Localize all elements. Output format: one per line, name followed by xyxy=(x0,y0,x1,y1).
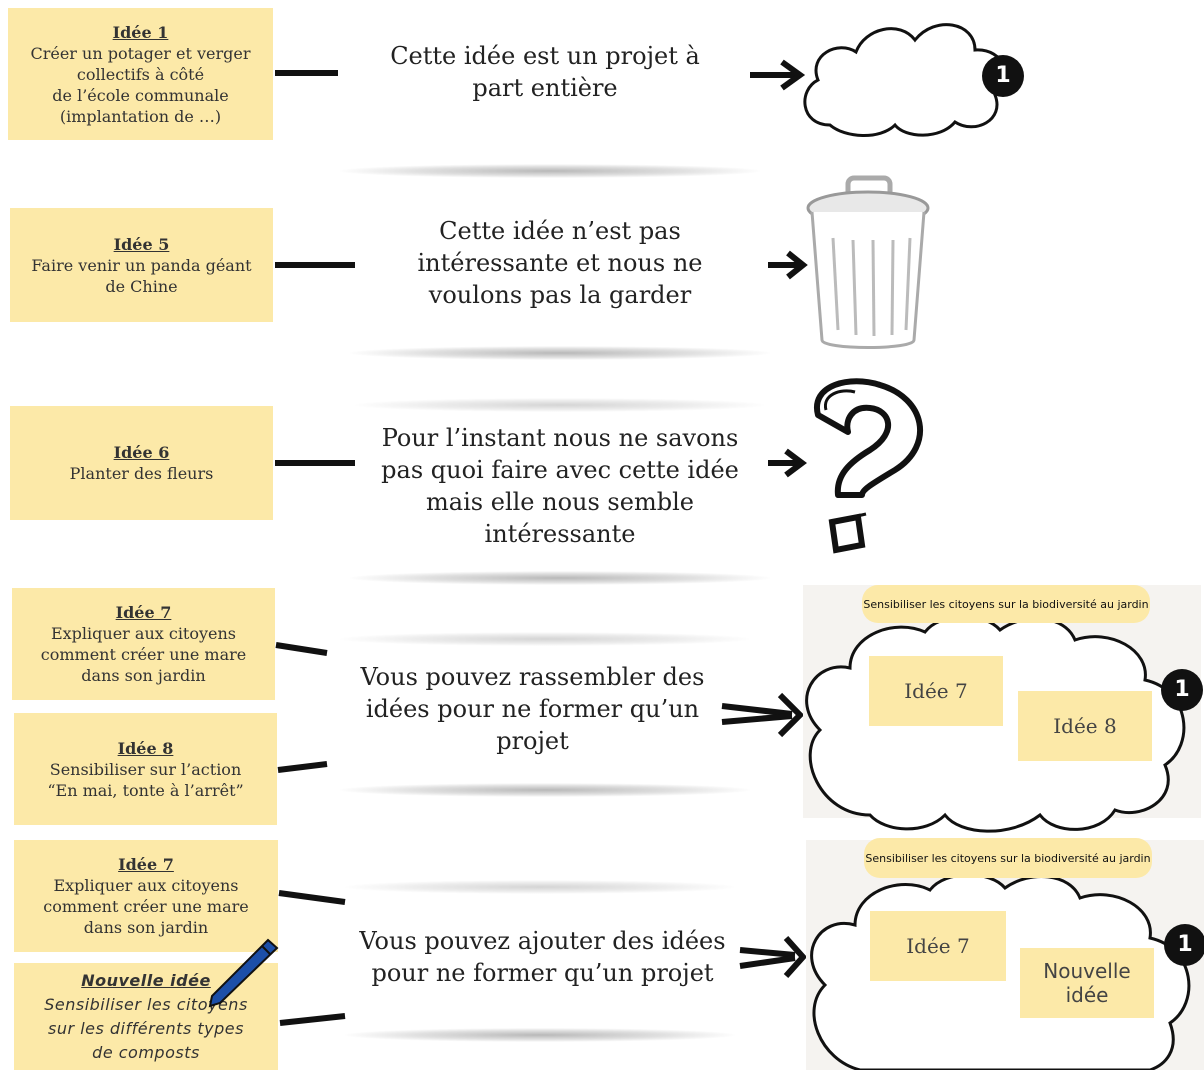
idea-note-line: collectifs à côté xyxy=(76,64,205,84)
idea-note-title: Idée 7 xyxy=(118,855,174,874)
outcome-text-2: Cette idée n’est pas intéressante et nou… xyxy=(417,217,703,309)
connector-line xyxy=(278,890,346,1026)
idea-note-line: “En mai, tonte à l’arrêt” xyxy=(47,780,244,800)
double-arrow-icon xyxy=(739,935,808,979)
separator-shadow xyxy=(350,346,770,360)
idea-note-line: dans son jardin xyxy=(83,918,209,937)
connector-line xyxy=(275,460,355,466)
arrow-icon xyxy=(768,448,807,478)
number-badge-label: 1 xyxy=(1174,677,1190,702)
idea-note-line: Planter des fleurs xyxy=(69,464,214,483)
connector-line xyxy=(275,70,338,76)
idea-note-7-again: Idée 7 Expliquer aux citoyens comment cr… xyxy=(14,840,278,952)
idea-note-line: de composts xyxy=(92,1042,200,1062)
outcome-text-4: Vous pouvez rassembler des idées pour ne… xyxy=(360,663,705,755)
separator-shadow xyxy=(350,571,770,585)
idea-note-line: comment créer une mare xyxy=(43,897,249,916)
pen-icon xyxy=(208,938,279,1008)
arrow-icon xyxy=(750,59,806,91)
idea-note-title: Nouvelle idée xyxy=(81,970,211,990)
idea-note-8: Idée 8 Sensibiliser sur l’action “En mai… xyxy=(14,713,277,825)
arrow-icon xyxy=(768,250,808,280)
idea-note-line: sur les différents types xyxy=(48,1018,244,1038)
project-sticky-new-idea: Nouvelle idée xyxy=(1020,948,1154,1018)
trash-bin-icon xyxy=(806,175,930,349)
idea-note-line: de l’école communale xyxy=(52,85,229,105)
double-arrow-icon xyxy=(721,692,805,738)
outcome-text-1: Cette idée est un projet à part entière xyxy=(390,42,700,102)
separator-shadow xyxy=(345,880,735,894)
idea-note-title: Idée 5 xyxy=(113,234,170,254)
idea-note-7: Idée 7 Expliquer aux citoyens comment cr… xyxy=(12,588,275,700)
number-badge-icon xyxy=(1164,924,1204,966)
idea-note-line: de Chine xyxy=(105,276,178,296)
idea-note-1: Idée 1 Créer un potager et verger collec… xyxy=(8,8,273,140)
idea-note-line: Expliquer aux citoyens xyxy=(50,624,237,643)
outcome-text-5: Vous pouvez ajouter des idées pour ne fo… xyxy=(359,927,726,987)
number-badge-icon xyxy=(982,55,1024,97)
idea-note-line: Sensibiliser les citoyens xyxy=(44,994,248,1014)
idea-note-line: (implantation de …) xyxy=(59,106,222,126)
idea-note-title: Idée 6 xyxy=(113,443,170,462)
idea-note-line: Sensibiliser sur l’action xyxy=(49,759,242,779)
project-banner: Sensibiliser les citoyens sur la biodive… xyxy=(864,838,1152,878)
separator-shadow xyxy=(340,632,750,646)
idea-note-line: Expliquer aux citoyens xyxy=(53,876,239,895)
idea-note-5: Idée 5 Faire venir un panda géant de Chi… xyxy=(10,208,273,322)
project-sticky-idea-8: Idée 8 xyxy=(1018,691,1152,761)
number-badge-label: 1 xyxy=(1177,932,1193,957)
separator-shadow xyxy=(345,1028,735,1042)
separator-shadow xyxy=(355,398,765,412)
number-badge-label: 1 xyxy=(995,63,1011,88)
project-banner: Sensibiliser les citoyens sur la biodive… xyxy=(862,585,1150,623)
cloud-icon xyxy=(803,23,1007,137)
number-badge-icon xyxy=(1161,669,1203,711)
idea-note-line: Créer un potager et verger xyxy=(30,43,251,63)
idea-note-6: Idée 6 Planter des fleurs xyxy=(10,406,273,520)
idea-note-title: Idée 7 xyxy=(115,603,172,622)
question-mark-icon xyxy=(813,378,924,554)
project-sticky-idea-7: Idée 7 xyxy=(869,656,1003,726)
idea-note-line: comment créer une mare xyxy=(40,645,247,664)
separator-shadow xyxy=(340,164,760,178)
separator-shadow xyxy=(340,783,750,797)
connector-line xyxy=(275,262,355,268)
idea-note-line: Faire venir un panda géant xyxy=(31,255,252,275)
outcome-text-3: Pour l’instant nous ne savons pas quoi f… xyxy=(381,424,739,548)
project-sticky-idea-7: Idée 7 xyxy=(870,911,1006,981)
idea-note-line: dans son jardin xyxy=(81,666,206,685)
idea-note-title: Idée 8 xyxy=(117,738,174,758)
connector-line xyxy=(275,642,328,773)
idea-note-title: Idée 1 xyxy=(112,22,169,42)
